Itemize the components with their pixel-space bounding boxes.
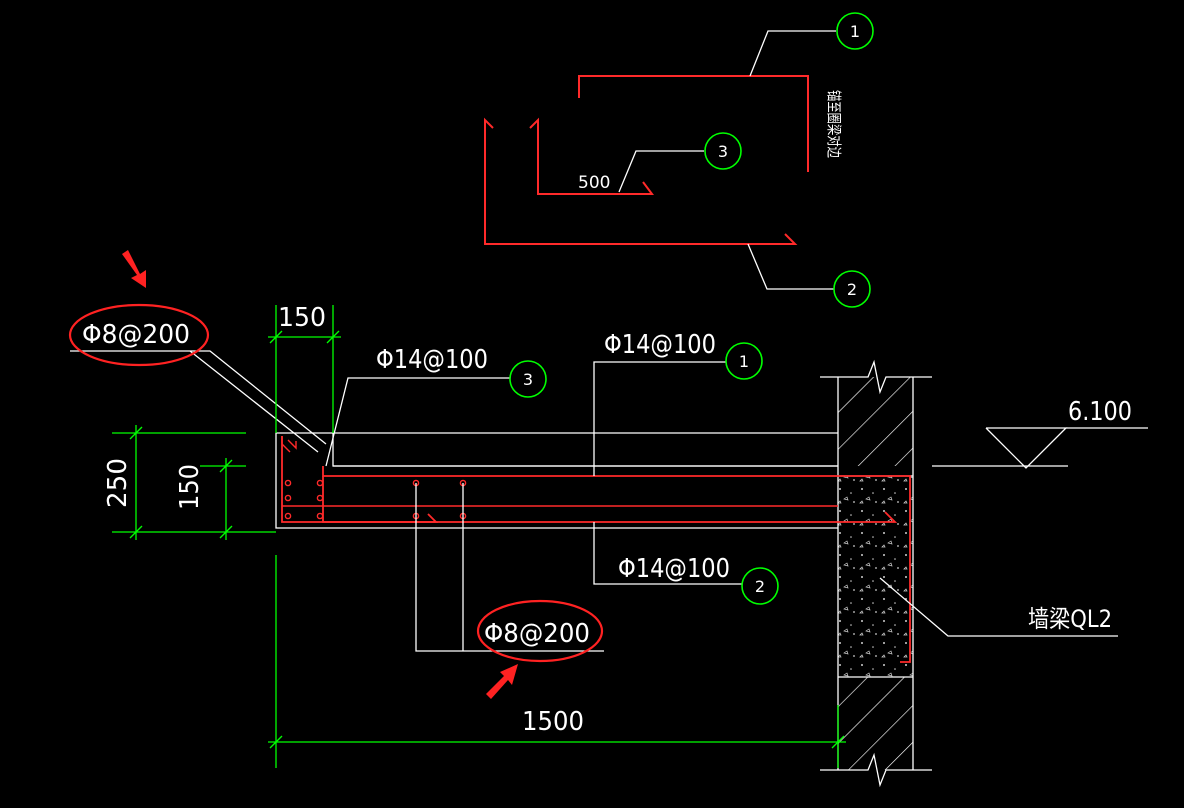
label-wall-beam: 墙梁QL2 — [1028, 605, 1112, 633]
slab-bar-3 — [281, 436, 439, 523]
elevation-triangle — [985, 427, 1068, 469]
callout-leader-detail-1 — [749, 30, 836, 77]
slab-bar-2 — [322, 476, 898, 523]
leader-top-distribution — [70, 350, 319, 453]
label-bar-1: Φ14@100 — [604, 330, 716, 360]
rebar-detail-bar-1 — [578, 75, 809, 172]
masonry-wall — [820, 359, 932, 788]
leader-wall-beam — [879, 577, 1118, 637]
distribution-bar-dots — [284, 479, 467, 520]
rebar-detail-length-label: 500 — [578, 173, 610, 193]
slab-bar-top-hook — [281, 436, 291, 453]
callout-number-detail-1: 1 — [850, 22, 860, 41]
dim-total-height-tick-t — [129, 426, 143, 440]
rebar-detail-anchor-note: 锚至圈梁对边 — [825, 90, 843, 158]
callout-number-bar-2: 2 — [755, 577, 765, 596]
callout-number-detail-3: 3 — [718, 142, 728, 161]
dim-total-height-value: 250 — [103, 458, 133, 508]
leader-bottom-distribution — [415, 483, 604, 652]
label-bar-2: Φ14@100 — [618, 554, 730, 584]
callout-circle-bar-3 — [509, 360, 547, 398]
wall-upper-hatch — [838, 377, 913, 466]
leader-bar-3 — [325, 377, 510, 467]
dim-span-tick-l — [269, 735, 283, 749]
leader-bar-1 — [593, 361, 726, 476]
callout-number-detail-2: 2 — [847, 280, 857, 299]
slab-outline — [332, 432, 838, 467]
slab-bar-edge-hook — [287, 439, 297, 450]
wall-lower-hatch — [838, 677, 913, 770]
callout-leader-detail-2 — [747, 243, 834, 290]
highlight-arrow-bottom — [486, 664, 518, 699]
dim-inner-height-value: 150 — [175, 464, 205, 510]
dim-top-width-value: 150 — [278, 303, 326, 333]
leader-top-distribution-2 — [190, 350, 327, 445]
dim-top-width-tick-l — [269, 330, 283, 344]
rebar-detail-bar-3 — [529, 117, 654, 195]
highlight-markup — [68, 303, 604, 663]
label-bar-3: Φ14@100 — [376, 345, 488, 375]
highlight-ellipse-bottom — [476, 599, 604, 663]
label-top-distribution: Φ8@200 — [82, 320, 190, 350]
rebar-detail-top: 500 锚至圈梁对边 1 3 2 — [484, 12, 874, 308]
highlight-arrow-top — [122, 250, 146, 288]
wall-break-top — [820, 359, 932, 395]
canopy-slab — [275, 432, 911, 663]
callout-circle-detail-2 — [833, 270, 871, 308]
dim-top-width-tick-r — [326, 330, 340, 344]
slab-edge-upturn — [275, 432, 838, 529]
leader-bar-2 — [593, 522, 742, 585]
wall-break-bottom — [820, 752, 932, 788]
dimension-lines — [112, 305, 846, 768]
dim-span-tick-r — [831, 735, 845, 749]
elevation-marker: 6.100 — [932, 397, 1148, 469]
rebar-detail-bar-2 — [484, 117, 798, 245]
callout-circle-bar-2 — [741, 567, 779, 605]
callout-number-bar-1: 1 — [739, 352, 749, 371]
rebar-annotations: Φ8@200 Φ14@100 3 Φ14@100 1 Φ14@100 2 Φ8@… — [70, 320, 1118, 652]
dim-total-height-tick-b — [129, 525, 143, 539]
dim-inner-height-tick-b — [219, 525, 233, 539]
highlight-ellipse-top-left — [68, 303, 210, 367]
wall-beam-ql2 — [838, 476, 913, 677]
callout-number-bar-3: 3 — [523, 370, 533, 389]
callout-circle-bar-1 — [725, 342, 763, 380]
callout-circle-detail-3 — [704, 132, 742, 170]
elevation-value: 6.100 — [1068, 397, 1132, 427]
dim-inner-height-tick-t — [219, 459, 233, 473]
callout-circle-detail-1 — [836, 12, 874, 50]
dim-span-value: 1500 — [522, 707, 584, 737]
highlight-arrows — [122, 250, 518, 699]
slab-bar-1 — [322, 466, 911, 663]
label-bottom-distribution: Φ8@200 — [484, 619, 590, 649]
callout-leader-detail-3 — [618, 150, 704, 193]
